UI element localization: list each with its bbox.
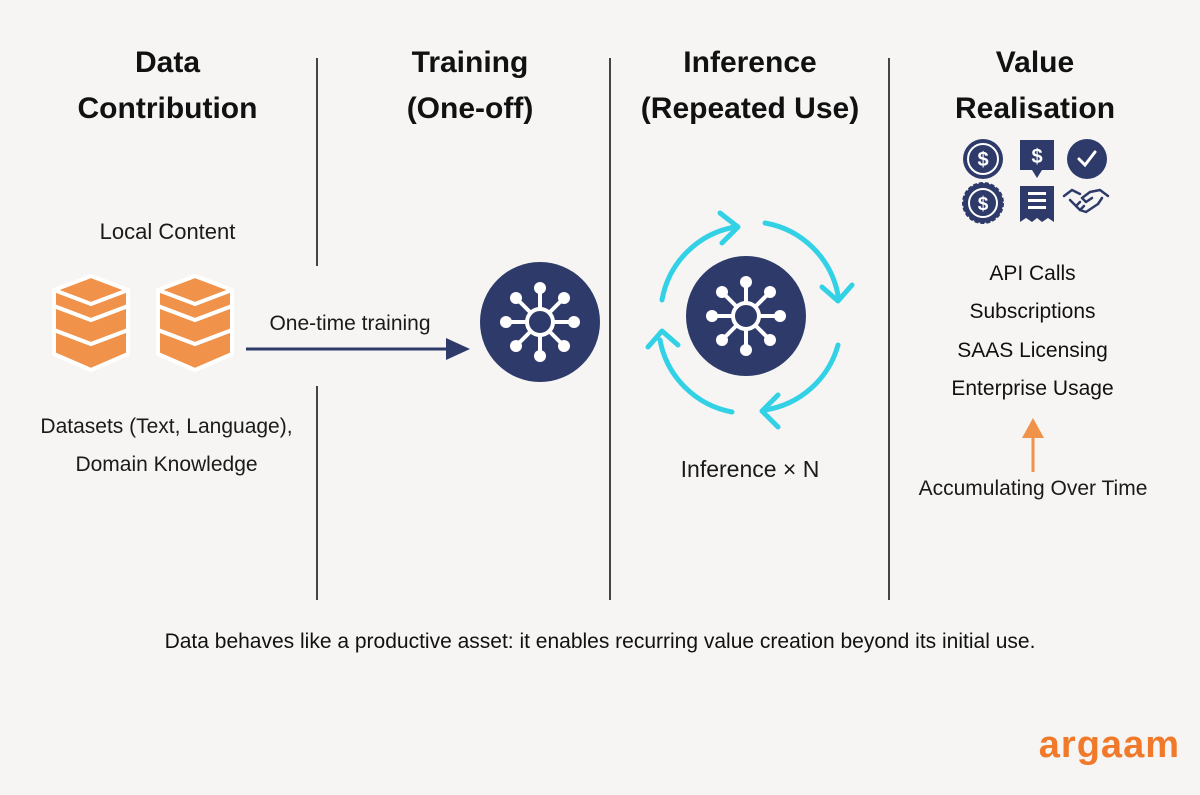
heading-line-1: Data	[134, 46, 201, 79]
divider-1-bottom	[316, 386, 318, 600]
value-item-subscriptions: Subscriptions	[969, 300, 1096, 323]
inference-label: Inference × N	[680, 456, 820, 482]
heading-line-2: Realisation	[954, 92, 1116, 125]
value-item-api-calls: API Calls	[989, 262, 1076, 285]
caption: Data behaves like a productive asset: it…	[164, 630, 1036, 653]
divider-1-top	[316, 58, 318, 266]
svg-text:$: $	[977, 149, 988, 171]
divider-3	[888, 58, 890, 600]
heading-inference: Inference (Repeated Use)	[612, 40, 888, 132]
svg-text:$: $	[978, 194, 989, 215]
neural-network-icon	[480, 262, 600, 382]
right-arrow-icon	[246, 338, 470, 360]
cycle-arrows-icon	[645, 210, 855, 430]
receipt-icon	[1020, 186, 1054, 222]
local-content-label: Local Content	[99, 219, 236, 244]
heading-line-1: Training	[411, 46, 529, 79]
heading-line-2: Contribution	[77, 92, 258, 125]
database-stack-icon	[52, 274, 130, 372]
svg-text:$: $	[1031, 146, 1042, 168]
heading-line-2: (Repeated Use)	[640, 92, 860, 125]
handshake-icon	[1062, 188, 1110, 214]
heading-line-1: Inference	[683, 46, 817, 79]
up-arrow-icon	[1022, 418, 1044, 472]
datasets-line-1: Datasets (Text, Language),	[40, 415, 293, 438]
value-item-saas-licensing: SAAS Licensing	[957, 339, 1108, 362]
heading-line-1: Value	[995, 46, 1075, 79]
heading-training: Training (One-off)	[320, 40, 620, 132]
neural-network-icon	[686, 256, 806, 376]
heading-value-realisation: Value Realisation	[890, 40, 1180, 132]
dollar-coin-icon: $	[963, 139, 1003, 179]
database-stack-icon	[156, 274, 234, 372]
training-arrow-label: One-time training	[269, 312, 431, 335]
datasets-line-2: Domain Knowledge	[75, 453, 258, 476]
check-badge-icon	[1067, 139, 1107, 179]
value-item-enterprise-usage: Enterprise Usage	[951, 377, 1114, 400]
datasets-label: Datasets (Text, Language), Domain Knowle…	[14, 408, 319, 484]
accumulating-label: Accumulating Over Time	[918, 477, 1148, 500]
argaam-logo: argaam	[1038, 724, 1180, 766]
heading-data-contribution: Data Contribution	[20, 40, 315, 132]
heading-line-2: (One-off)	[406, 92, 534, 125]
dollar-tag-icon: $	[1020, 140, 1054, 178]
divider-2	[609, 58, 611, 600]
dollar-seal-icon: $	[962, 182, 1004, 224]
